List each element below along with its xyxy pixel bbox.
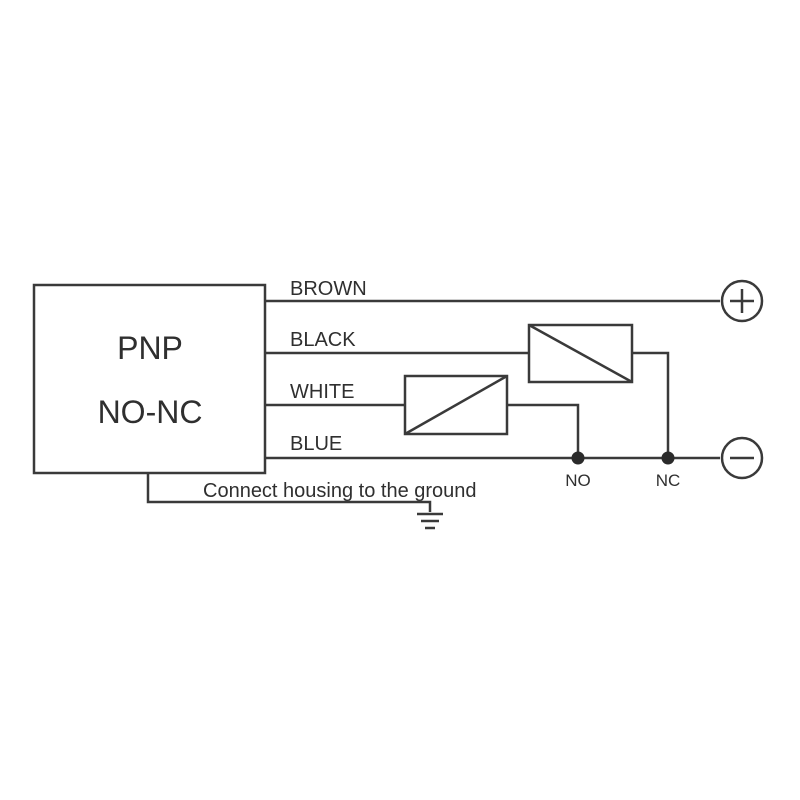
housing-ground-wire: [146, 473, 432, 512]
no-junction-dot: [571, 451, 585, 465]
minus-icon: [720, 436, 764, 480]
blue-wire-label: BLUE: [290, 433, 342, 455]
nc-node-label: NC: [656, 471, 681, 490]
nc-return-wire: [632, 351, 670, 458]
brown-wire-label: BROWN: [290, 278, 367, 300]
nc-load: [527, 323, 634, 384]
white-wire-label: WHITE: [290, 381, 354, 403]
black-wire-label: BLACK: [290, 329, 356, 351]
no-return-wire: [507, 403, 580, 458]
no-node-label: NO: [565, 471, 591, 490]
no-load: [403, 374, 509, 436]
sensor-output-label: NO-NC: [98, 394, 203, 430]
ground-note: Connect housing to the ground: [203, 480, 477, 502]
sensor-type-label: PNP: [117, 330, 183, 366]
nc-junction-dot: [661, 451, 675, 465]
plus-icon: [720, 279, 764, 323]
sensor-box: [32, 283, 267, 475]
ground-icon: [417, 512, 443, 530]
